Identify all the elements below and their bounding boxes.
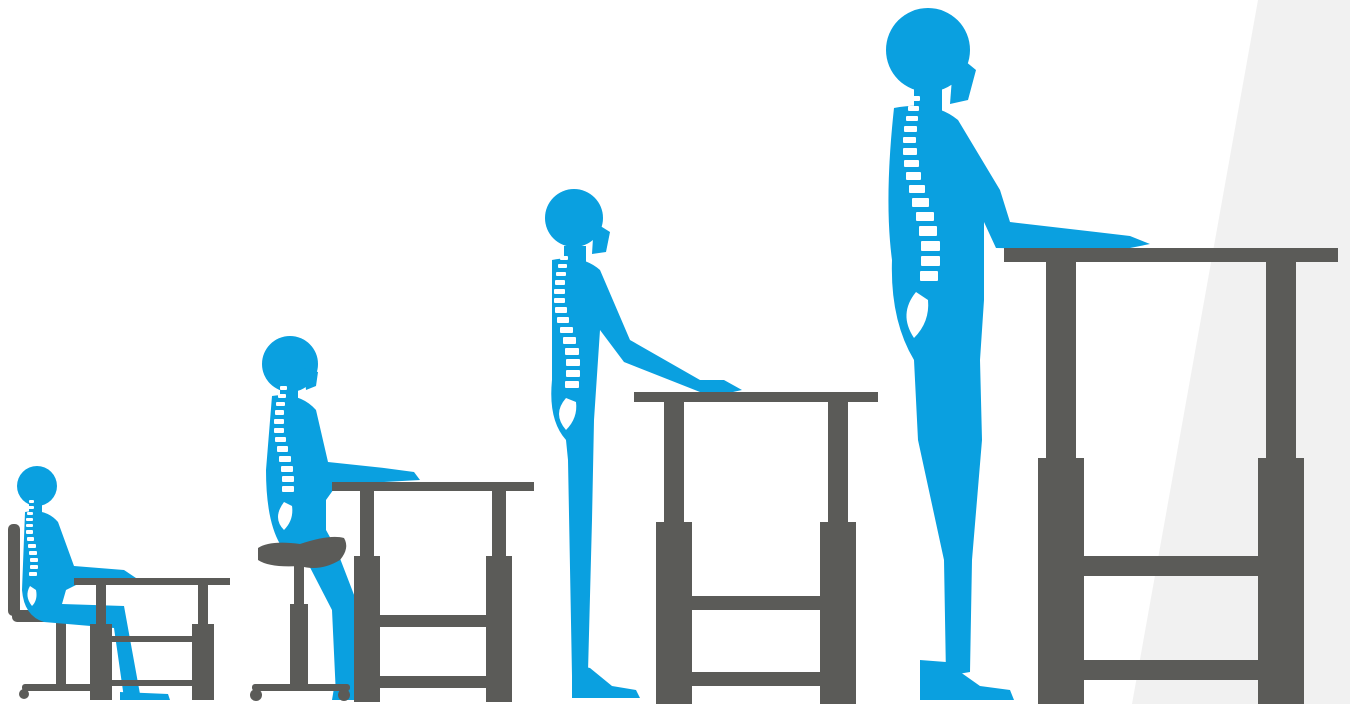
mid-desk xyxy=(332,482,534,702)
seated-figure-group xyxy=(8,466,230,700)
perching-figure-group xyxy=(250,336,534,702)
standing-person xyxy=(545,189,742,698)
standing-figure-group xyxy=(545,189,878,704)
low-desk xyxy=(74,578,230,700)
wall-shade xyxy=(1132,0,1350,704)
tall-standing-person xyxy=(886,8,1150,700)
tall-desk xyxy=(634,392,878,704)
